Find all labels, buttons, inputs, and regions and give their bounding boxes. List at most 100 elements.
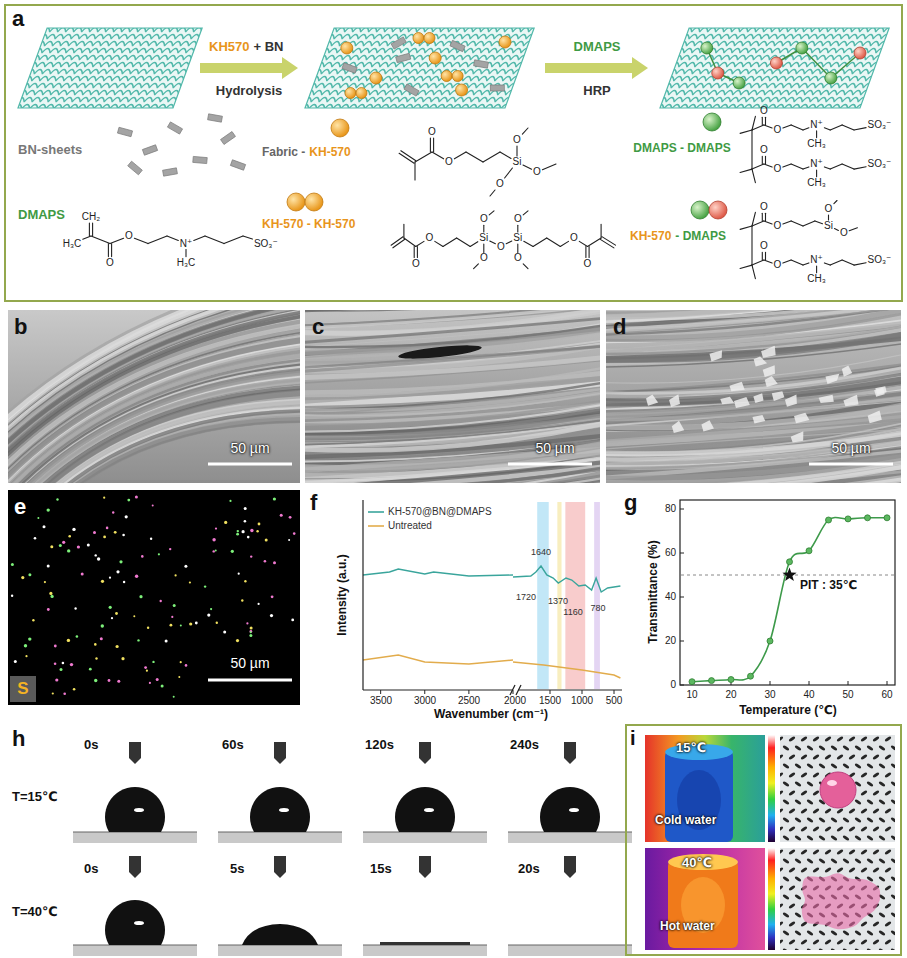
knit-hole [806,799,814,805]
knit-hole [848,849,856,855]
axis-tick [424,690,425,694]
fabric-loops [290,28,578,117]
bn-sheet [208,114,223,122]
knit-hole [812,772,820,778]
scheme-label: Fabric - [262,146,305,160]
chemical-bond [854,263,866,265]
surface-flake [669,394,680,407]
chemical-bond [243,236,252,239]
knit-hole [860,867,868,873]
chemical-bond [430,138,431,152]
scheme-label: Hydrolysis [216,84,282,99]
bn-sheet [474,60,489,68]
bn-sheet [404,84,419,96]
surface-flake [646,395,658,406]
knit-hole [794,745,802,751]
knit-hole [818,948,826,950]
chemical-bond [167,236,178,241]
chemical-bond [752,265,755,279]
sulfur-dot [165,640,168,643]
droplet-highlight [279,808,289,812]
fiber-streak [305,318,600,343]
knit-hole [854,745,862,751]
tick-label: 2000 [504,695,526,707]
knit-hole [836,826,844,832]
frame-label: 15s [370,862,392,877]
knit-hole [824,849,832,855]
sulfur-dot [55,678,58,681]
sulfur-dot [135,496,138,499]
knit-hole [830,858,838,864]
chemical-bond [830,260,842,265]
chemical-bond [828,215,829,220]
knit-hole [794,930,802,936]
atom-label: O [445,157,453,167]
surface-flake [772,391,785,401]
knit-hole [884,939,892,945]
sulfur-dot [97,557,100,560]
knit-hole [878,763,886,769]
atom-label: O [760,202,768,212]
chemical-bond [740,130,752,133]
peak-label: 1720 [516,592,536,602]
sphere-icon [796,42,808,54]
fabric-edge [18,28,202,108]
bn-sheet [342,63,357,73]
spread-stain [802,873,880,929]
knit-hole [800,849,808,855]
knit-hole [818,835,826,841]
sulfur-dot [24,644,27,647]
surface-flake [763,365,775,377]
knit-hole [842,817,850,823]
sphere-icon [356,88,367,99]
chemical-bond [752,164,764,169]
axis-title: Wavenumber (cm⁻¹) [434,708,548,722]
atom-label: O [840,228,848,238]
water-droplet [250,787,310,832]
knit-hole [866,930,874,936]
knit-hole [788,754,796,760]
axis-tick [887,681,888,685]
tick-label: 1500 [539,695,561,707]
sulfur-dot [51,595,54,598]
knit-loop [318,35,576,40]
chemical-bond [815,221,823,224]
substrate [363,832,487,843]
chemical-bond [752,221,764,226]
substrate [73,832,197,843]
atom-label: O [480,253,488,263]
chemical-bond [92,223,93,236]
chemical-structure [740,201,866,279]
knit-loop [23,56,233,61]
chemical-bond [600,239,614,248]
knit-hole [800,867,808,873]
knit-loop [316,42,574,47]
sulfur-dot [95,554,97,556]
chemical-bond [416,241,424,246]
sphere-icon [691,201,709,219]
scheme-label: HRP [583,84,610,99]
chemical-bond [854,128,866,130]
sulfur-dot [288,539,290,541]
sulfur-dot [111,617,113,619]
atom-label: O [496,179,504,189]
scheme-label: KH-570 [309,146,350,160]
knit-hole [860,921,868,927]
chemical-bond [765,252,766,260]
knit-hole [872,772,880,778]
color-bar [768,735,775,842]
knit-hole [884,867,892,873]
chemical-structure [83,223,253,257]
sulfur-dot [117,680,120,683]
atom-label: CH₂ [82,212,100,222]
knit-hole [836,736,844,742]
sulfur-dot [180,625,182,627]
knit-hole [812,826,820,832]
sulfur-dot [49,592,52,595]
knit-hole [782,894,790,900]
sulfur-dot [21,576,24,579]
sulfur-dot [139,595,142,598]
frame-label: 20s [518,862,540,877]
substrate-line [508,944,632,945]
fabric-loops [645,28,907,117]
